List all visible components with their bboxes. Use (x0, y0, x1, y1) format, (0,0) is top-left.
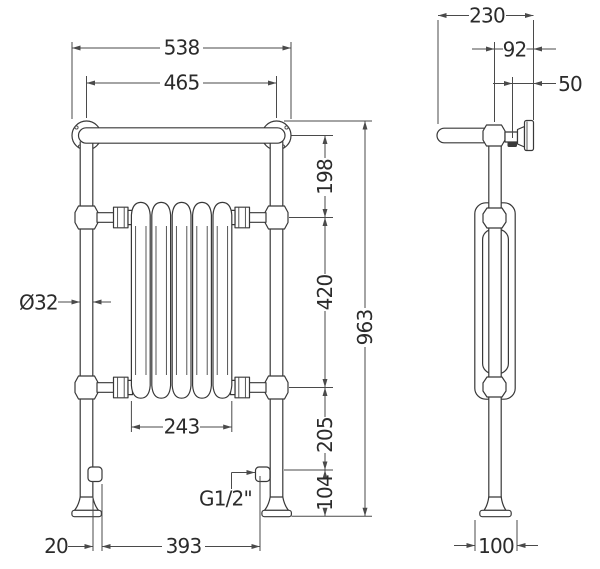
dim-tube-diameter-label: Ø32 (19, 291, 58, 315)
radiator-column (192, 201, 212, 399)
dim-connection-spacing: 420 (313, 217, 337, 388)
dim-overall-width-label: 538 (164, 36, 200, 60)
dim-rail-to-top-connection: 198 (313, 135, 337, 218)
dim-overall-width: 538 (71, 36, 292, 119)
radiator-column-flutes (135, 226, 229, 375)
dim-foot-width-label: 100 (478, 534, 514, 558)
valve-tapping-right (254, 466, 271, 483)
connection-top-left (96, 206, 134, 229)
dim-wall-to-pipe-label: 92 (503, 38, 527, 62)
dim-wall-to-bracket-label: 50 (558, 72, 582, 96)
radiator-column (212, 201, 233, 399)
dim-rail-to-top-connection-label: 198 (313, 159, 337, 195)
post-right (269, 141, 284, 501)
dim-overall-height: 963 (353, 121, 377, 517)
dim-valve-to-floor-label: 104 (313, 475, 337, 511)
ball-joint-side (482, 124, 506, 147)
connection-top-right (229, 206, 267, 229)
foot-left (71, 496, 103, 518)
valve-tapping-left (87, 466, 103, 483)
dim-radiator-width: 243 (130, 401, 233, 439)
radiator-column (171, 201, 192, 399)
radiator-column (151, 201, 172, 399)
dim-overall-height-label: 963 (353, 310, 377, 346)
dim-connection-spacing-label: 420 (313, 275, 337, 311)
dim-connection-to-valve: 205 (313, 387, 337, 470)
dim-bottom-offsets: 20 393 (44, 476, 261, 558)
dim-tube-diameter: Ø32 (19, 291, 111, 315)
towel-rail (77, 127, 286, 144)
dim-radiator-width-label: 243 (164, 415, 200, 439)
ball-joint-bottom-left (74, 375, 99, 400)
extension-lines (284, 120, 372, 471)
pipe-side (488, 146, 502, 500)
union-nut-side-bottom (482, 376, 507, 398)
radiator-body (130, 201, 233, 399)
dim-valve-to-floor: 104 (313, 470, 337, 517)
post-left (79, 141, 94, 501)
foot-right (261, 496, 292, 518)
ball-joint-top-right (264, 205, 289, 230)
wall-bracket-side (504, 119, 535, 152)
dim-foot-width: 100 (454, 520, 538, 558)
front-view: 538 465 198 420 (19, 36, 377, 559)
connection-bottom-left (96, 376, 134, 399)
ball-joint-bottom-right (264, 375, 289, 400)
connection-bottom-right (229, 376, 267, 399)
screw-icon (284, 125, 289, 130)
foot-side (479, 496, 512, 518)
ball-joint-top-left (74, 205, 99, 230)
union-nut-side-top (482, 207, 507, 229)
dim-fixing-centres-label: 465 (164, 71, 200, 95)
dim-overall-depth: 230 (437, 4, 534, 124)
dim-fixing-centres: 465 (86, 71, 277, 118)
dim-wall-to-bracket: 50 (493, 72, 583, 138)
dim-connection-thread: G1/2" (199, 470, 255, 511)
side-view: 230 92 50 100 (436, 4, 583, 558)
screw-icon (74, 125, 79, 130)
dim-connection-to-valve-label: 205 (313, 417, 337, 453)
bleed-nut-icon (507, 141, 517, 147)
dim-wall-to-pipe: 92 (472, 38, 556, 122)
dim-post-to-valve-offset-label: 20 (44, 534, 68, 558)
radiator-column (130, 201, 151, 399)
dim-valve-spacing-label: 393 (166, 534, 202, 558)
dim-connection-thread-label: G1/2" (199, 487, 252, 511)
dim-overall-depth-label: 230 (469, 4, 505, 28)
